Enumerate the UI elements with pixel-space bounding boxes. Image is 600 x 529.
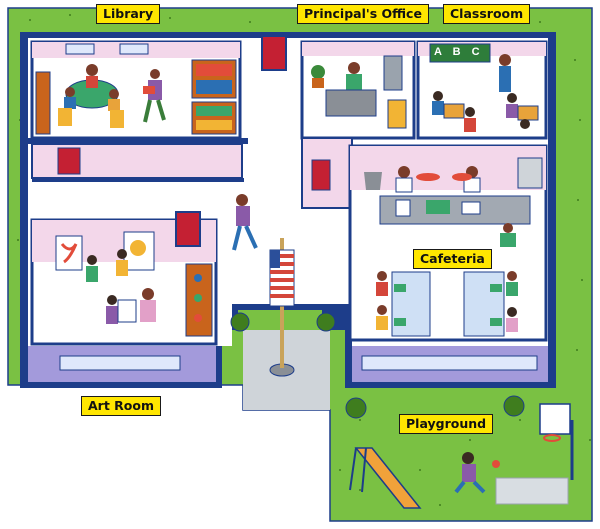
chalkboard xyxy=(429,43,491,63)
cafeteria-table-right xyxy=(463,271,505,337)
cafeteria-label: Cafeteria xyxy=(413,249,492,269)
art-room-door xyxy=(175,211,201,247)
art-room xyxy=(30,211,218,346)
principal-front-door xyxy=(261,35,287,71)
bookshelf-bottom xyxy=(191,101,237,135)
chalkboard-text: A B C xyxy=(434,46,484,58)
library-room xyxy=(30,40,242,140)
classroom-room xyxy=(416,40,548,140)
basketball-hoop xyxy=(539,403,571,435)
windows-strip-right xyxy=(352,346,548,382)
bush xyxy=(345,397,367,419)
classroom-label: Classroom xyxy=(443,4,531,24)
office-side-door xyxy=(311,159,331,191)
basketball-court xyxy=(495,477,569,505)
principals-office-room xyxy=(300,40,416,140)
cafeteria-room xyxy=(348,144,548,342)
bush xyxy=(230,312,250,332)
bush xyxy=(503,395,525,417)
cafeteria-table-left xyxy=(391,271,431,337)
playground-label: Playground xyxy=(399,414,494,434)
easel-left xyxy=(55,235,83,271)
slide xyxy=(354,447,422,509)
flagpole xyxy=(269,238,295,377)
library-door xyxy=(57,147,81,175)
playground-area xyxy=(349,403,574,509)
principals-office-label: Principal's Office xyxy=(297,4,429,24)
bush xyxy=(316,312,336,332)
bookshelf-top xyxy=(191,59,237,99)
library-label: Library xyxy=(96,4,161,24)
basketball xyxy=(492,460,500,468)
art-room-label: Art Room xyxy=(81,396,161,416)
hallway-student xyxy=(232,194,258,251)
windows-strip-left xyxy=(28,346,216,382)
